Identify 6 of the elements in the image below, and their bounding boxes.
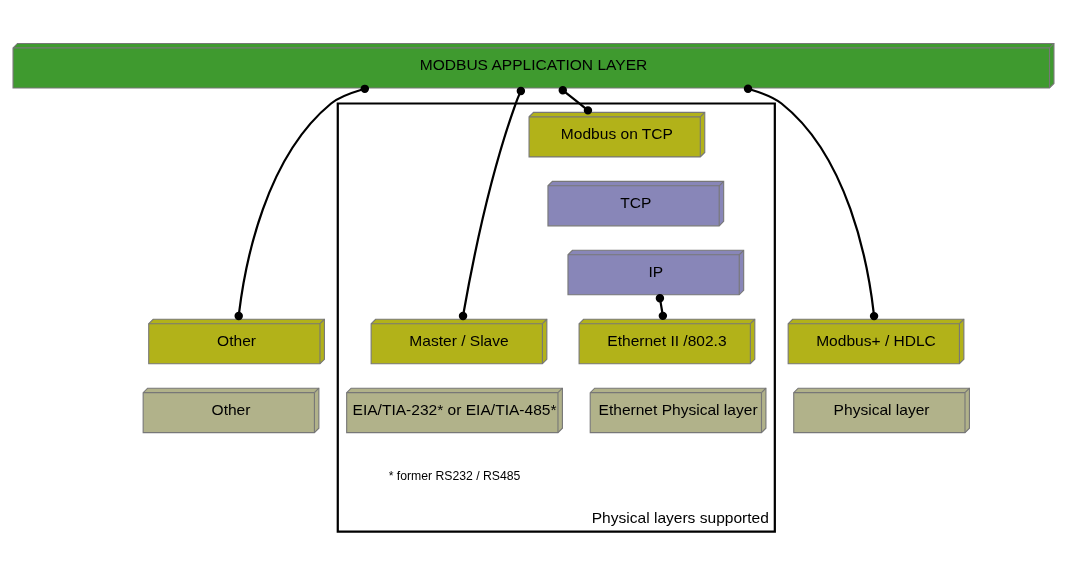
connector	[458, 86, 526, 321]
label: * former RS232 / RS485	[388, 469, 521, 484]
connector	[743, 84, 879, 321]
connector	[655, 293, 668, 321]
connector	[234, 84, 370, 321]
connector	[558, 86, 593, 115]
